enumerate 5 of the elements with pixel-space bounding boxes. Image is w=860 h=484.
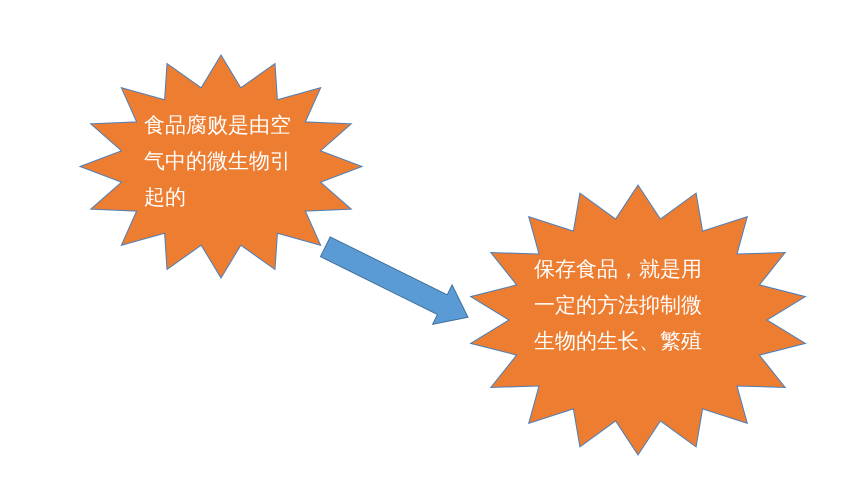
starburst-shape (468, 185, 808, 455)
block-arrow (320, 236, 469, 325)
node-text: 保存食品，就是用一定的方法抑制微生物的生长、繁殖 (534, 256, 703, 355)
starburst-shape (80, 55, 362, 278)
node-text: 食品腐败是由空气中的微生物引起的 (144, 112, 292, 211)
